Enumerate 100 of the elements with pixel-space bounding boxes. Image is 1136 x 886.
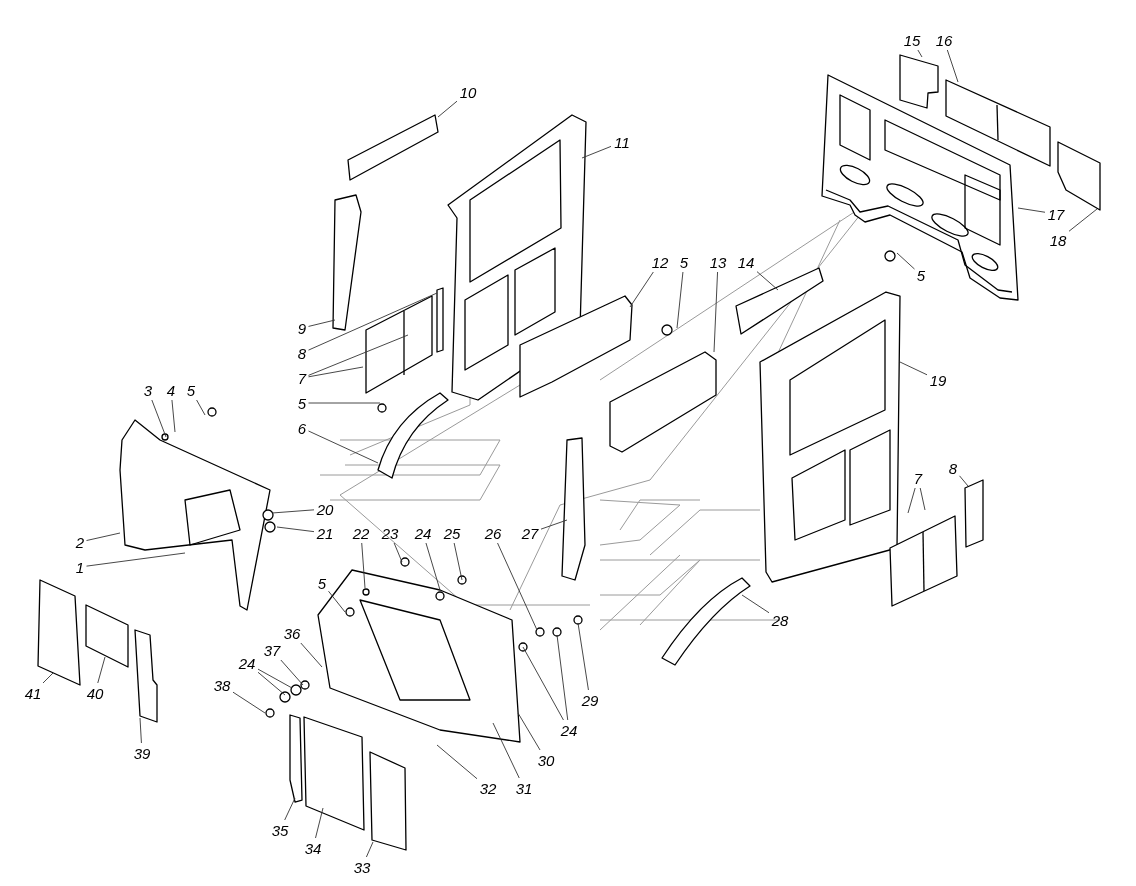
- callout-number: 25: [442, 524, 462, 542]
- leader-line: [896, 252, 915, 270]
- leader-line: [171, 399, 176, 433]
- leader-line: [907, 487, 916, 514]
- leader-line: [556, 634, 569, 721]
- callout-number: 24: [559, 721, 579, 739]
- leader-line: [308, 292, 438, 351]
- callout-number: 9: [296, 319, 308, 337]
- leader-line: [577, 622, 589, 691]
- callout-number: 41: [23, 684, 43, 702]
- callout-number: 6: [296, 419, 308, 437]
- callout-number: 4: [165, 381, 177, 399]
- leader-line: [257, 671, 286, 696]
- callout-number: 37: [262, 641, 282, 659]
- leader-line: [437, 100, 458, 118]
- callout-number: 31: [514, 779, 534, 797]
- leader-line: [899, 361, 928, 376]
- callout-number: 24: [237, 654, 257, 672]
- leader-line: [1068, 208, 1098, 232]
- leader-line: [365, 841, 374, 858]
- callout-number: 11: [612, 133, 632, 151]
- callout-number: 16: [934, 31, 954, 49]
- callout-number: 13: [708, 253, 728, 271]
- callout-number: 8: [296, 344, 308, 362]
- leader-line: [232, 691, 266, 714]
- callout-number: 2: [74, 533, 86, 551]
- leader-line: [959, 475, 969, 487]
- leader-line: [300, 642, 323, 668]
- leader-line: [581, 145, 612, 159]
- leader-line: [393, 542, 403, 563]
- leader-line: [271, 509, 315, 514]
- leader-line: [756, 271, 779, 291]
- callout-number: 38: [212, 676, 232, 694]
- leader-line: [517, 712, 541, 751]
- leader-line: [257, 668, 293, 689]
- leader-line: [1017, 207, 1046, 213]
- leader-line: [315, 807, 324, 839]
- callout-number: 34: [303, 839, 323, 857]
- callout-number: 14: [736, 253, 756, 271]
- leader-line: [919, 487, 926, 511]
- callout-number: 12: [650, 253, 670, 271]
- callout-number: 18: [1048, 231, 1068, 249]
- leader-line: [917, 49, 923, 58]
- leader-line: [151, 399, 167, 438]
- callout-number: 5: [296, 394, 308, 412]
- leader-line: [284, 797, 296, 821]
- leader-line: [196, 399, 206, 416]
- callout-number: 22: [351, 524, 371, 542]
- callout-number: 15: [902, 31, 922, 49]
- leader-line: [676, 271, 684, 329]
- leader-line: [276, 526, 315, 533]
- leader-line: [97, 656, 106, 684]
- leader-line: [361, 542, 366, 589]
- callout-number: 24: [413, 524, 433, 542]
- callout-number: 32: [478, 779, 498, 797]
- callout-number: 5: [678, 253, 690, 271]
- callout-number: 35: [270, 821, 290, 839]
- leader-line: [629, 271, 654, 308]
- leader-line: [280, 659, 304, 686]
- callout-number: 1: [74, 558, 86, 576]
- leader-line: [497, 542, 538, 631]
- callout-number: 19: [928, 371, 948, 389]
- leader-line: [713, 271, 718, 353]
- leader-line: [425, 542, 441, 591]
- leader-line: [308, 334, 409, 376]
- leader-line: [436, 744, 478, 780]
- callout-number: 30: [536, 751, 556, 769]
- leader-line: [86, 532, 121, 541]
- leader-line: [946, 49, 959, 83]
- leader-line: [139, 717, 142, 744]
- leader-line: [741, 594, 770, 614]
- leader-line: [492, 722, 520, 779]
- leader-line: [328, 590, 346, 613]
- callout-number: 39: [132, 744, 152, 762]
- leader-line: [453, 542, 463, 581]
- callout-number: 7: [296, 369, 308, 387]
- callout-number: 29: [580, 691, 600, 709]
- leader-line: [86, 552, 186, 567]
- leader-line: [42, 672, 54, 684]
- callout-number: 28: [770, 611, 790, 629]
- leader-line: [522, 646, 564, 721]
- callout-number: 36: [282, 624, 302, 642]
- callout-number: 26: [483, 524, 503, 542]
- leader-line: [308, 430, 379, 464]
- callout-number: 7: [912, 469, 924, 487]
- callout-number: 27: [520, 524, 540, 542]
- callout-number: 33: [352, 858, 372, 876]
- callout-number: 10: [458, 83, 478, 101]
- leader-line: [308, 402, 381, 404]
- callout-number: 5: [185, 381, 197, 399]
- callout-number: 5: [915, 266, 927, 284]
- callout-number: 3: [142, 381, 154, 399]
- callout-number: 40: [85, 684, 105, 702]
- leader-line: [540, 519, 568, 530]
- leader-line: [308, 366, 364, 378]
- callout-number: 5: [316, 574, 328, 592]
- callout-number: 17: [1046, 205, 1066, 223]
- callout-number: 23: [380, 524, 400, 542]
- callout-number: 8: [947, 459, 959, 477]
- callout-number: 21: [315, 524, 335, 542]
